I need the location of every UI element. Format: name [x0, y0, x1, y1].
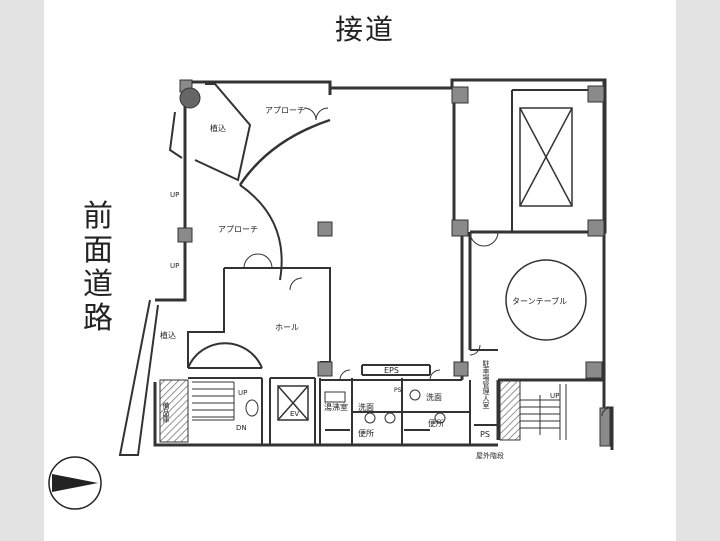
outdoor-stairs-label: 屋外階段: [476, 451, 504, 460]
stairs-right: [520, 384, 567, 440]
left-margin: [0, 0, 44, 541]
toilet-left-label: 便所: [358, 428, 374, 438]
right-margin: [676, 0, 720, 541]
hot-water-room-label: 湯沸室: [324, 402, 348, 412]
ev-label: EV: [290, 410, 299, 418]
approach-left-label: アプローチ: [218, 225, 258, 234]
road-front-label: 前面道路: [83, 199, 113, 336]
ps-small-label: PS: [394, 387, 402, 394]
turntable-circle: [505, 259, 587, 341]
hatched-wall-left: [159, 379, 189, 443]
approach-top-label: アプローチ: [265, 106, 305, 115]
up-label-1: UP: [170, 191, 179, 199]
approach-curve-wall: [238, 118, 331, 186]
up-label-3: UP: [238, 389, 247, 397]
turntable-label: ターンテーブル: [512, 296, 567, 306]
compass-icon: [48, 456, 102, 510]
washroom-left-label: 洗面: [358, 402, 374, 412]
ps-right-label: PS: [480, 430, 490, 439]
planting-top: [168, 83, 252, 182]
outer-walls: [153, 78, 614, 450]
curved-wall-hall: [187, 342, 263, 369]
columns: [177, 79, 611, 447]
car-lift: [519, 107, 573, 207]
dn-label: DN: [236, 424, 247, 432]
hall-label: ホール: [275, 323, 299, 332]
storage-label: 備品庫: [162, 401, 170, 424]
fixtures: [324, 389, 446, 424]
hatched-wall-right: [499, 379, 521, 441]
approach-curve-wall-2: [239, 184, 283, 281]
doors: [243, 107, 611, 417]
parking-office-label: 駐車場管理人室: [482, 359, 490, 409]
road-top-label: 接道: [334, 13, 395, 46]
planting-bottom: [118, 299, 159, 456]
stairs-left: [192, 381, 259, 421]
up-label-4: UP: [550, 392, 559, 400]
up-label-2: UP: [170, 262, 179, 270]
inner-walls: [187, 89, 596, 445]
toilet-right-label: 便所: [428, 418, 444, 428]
washroom-right-label: 洗面: [426, 392, 442, 402]
planting-bottom-label: 植込: [160, 330, 176, 340]
eps-label: EPS: [384, 366, 399, 375]
elevator: [277, 385, 309, 421]
corner-pillar-icon: [179, 87, 201, 109]
planting-top-label: 植込: [210, 123, 226, 133]
